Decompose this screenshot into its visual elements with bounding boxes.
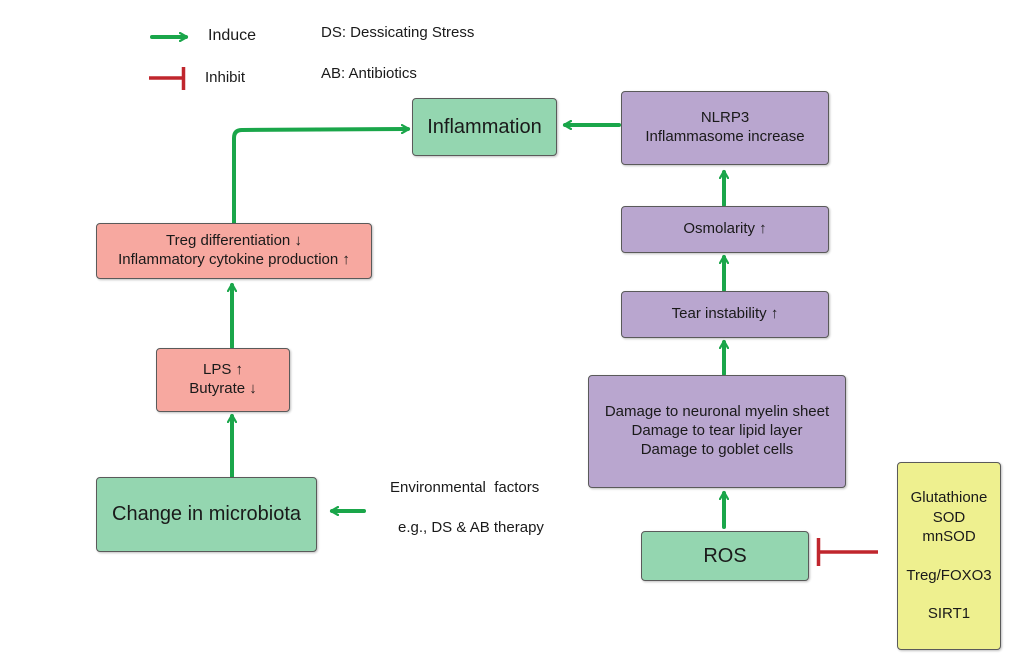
node-lps-butyrate: LPS ↑ Butyrate ↓: [156, 348, 290, 412]
node-tear-instability-label: Tear instability ↑: [671, 305, 779, 323]
legend-ab-abbreviation: AB: Antibiotics: [321, 65, 417, 82]
node-antioxidants: Glutathione SOD mnSOD Treg/FOXO3 SIRT1: [897, 462, 1001, 650]
antioxidant-sirt1: SIRT1: [927, 605, 971, 623]
node-ros: ROS: [641, 531, 809, 581]
node-inflammation-label: Inflammation: [427, 115, 542, 138]
node-osmolarity: Osmolarity ↑: [621, 206, 829, 253]
antioxidant-sod: SOD: [932, 508, 966, 526]
legend-inhibit-symbol: [149, 67, 186, 90]
inhibit-antioxidants-to-ros: [816, 538, 878, 566]
antioxidant-treg-foxo3: Treg/FOXO3: [906, 566, 992, 584]
node-lps-line-2: Butyrate ↓: [189, 380, 257, 397]
legend-ds-abbreviation: DS: Dessicating Stress: [321, 24, 475, 41]
node-osmolarity-label: Osmolarity ↑: [683, 220, 767, 238]
arrow-treg-to-inflammation: [232, 129, 408, 225]
node-damage-line-1: Damage to neuronal myelin sheet: [604, 403, 830, 421]
node-nlrp3-line-1: NLRP3: [700, 109, 750, 127]
node-damage-line-2: Damage to tear lipid layer: [631, 422, 803, 440]
environment-factors-label: Environmental factors: [390, 479, 540, 496]
node-treg-line-2: Inflammatory cytokine production ↑: [118, 251, 350, 268]
node-damage-line-3: Damage to goblet cells: [640, 440, 794, 458]
node-treg-cytokine: Treg differentiation ↓ Inflammatory cyto…: [96, 223, 372, 279]
node-nlrp3-line-2: Inflammasome increase: [645, 128, 805, 145]
node-microbiota-label: Change in microbiota: [112, 503, 301, 525]
antioxidant-glutathione: Glutathione: [910, 489, 988, 507]
node-nlrp3-inflammasome: NLRP3 Inflammasome increase: [621, 91, 829, 165]
legend-inhibit-label: Inhibit: [205, 69, 246, 86]
node-inflammation: Inflammation: [412, 98, 557, 156]
node-damage: Damage to neuronal myelin sheet Damage t…: [588, 375, 846, 488]
legend-induce-label: Induce: [208, 27, 257, 44]
node-tear-instability: Tear instability ↑: [621, 291, 829, 338]
node-treg-line-1: Treg differentiation ↓: [166, 232, 302, 250]
antioxidant-mnsod: mnSOD: [922, 528, 976, 546]
node-change-in-microbiota: Change in microbiota: [96, 477, 317, 552]
environment-example-label: e.g., DS & AB therapy: [398, 519, 544, 536]
node-ros-label: ROS: [703, 544, 747, 567]
node-lps-line-1: LPS ↑: [202, 361, 244, 379]
